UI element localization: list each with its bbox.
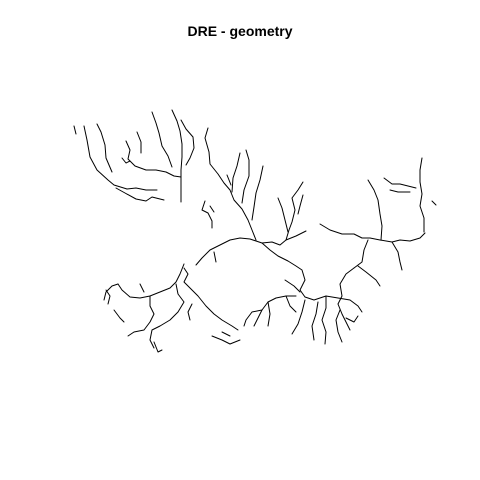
river-reach — [226, 174, 232, 186]
river-reach — [231, 152, 241, 193]
river-reach — [284, 279, 301, 293]
river-reach — [337, 303, 351, 331]
river-reach — [253, 295, 297, 327]
river-reach — [335, 309, 343, 343]
river-reach — [389, 189, 411, 193]
river-reach — [125, 140, 182, 178]
river-reach — [136, 131, 142, 154]
river-reach — [209, 205, 215, 213]
river-reach — [353, 239, 369, 269]
river-reach — [153, 341, 163, 353]
river-reach — [121, 157, 131, 164]
river-reach — [297, 194, 304, 215]
river-reach — [117, 263, 185, 299]
river-reach — [180, 119, 195, 166]
river-reach — [243, 309, 263, 327]
river-reach — [103, 283, 119, 301]
river-reach — [113, 309, 125, 323]
river-reach — [105, 289, 111, 305]
southwest-river-cluster — [103, 263, 241, 353]
river-reach — [431, 200, 437, 206]
river-reach — [319, 223, 426, 243]
river-reach — [83, 125, 158, 191]
river-reach — [357, 265, 381, 287]
river-reach — [96, 123, 113, 173]
river-reach — [304, 295, 363, 313]
river-reach — [285, 181, 304, 241]
river-reach — [345, 315, 359, 323]
river-reach — [204, 127, 257, 241]
river-reach — [115, 187, 165, 202]
river-reach — [127, 295, 155, 337]
river-reach — [221, 331, 231, 337]
river-reach — [419, 157, 425, 233]
river-reach — [195, 230, 307, 266]
river-reach — [73, 125, 77, 135]
river-reach — [251, 165, 264, 221]
river-reach — [183, 267, 239, 331]
river-reach — [277, 197, 289, 233]
river-reach — [367, 179, 383, 241]
river-reach — [201, 200, 213, 229]
east-river-cluster — [243, 157, 437, 345]
river-reach — [171, 109, 183, 203]
river-reach — [261, 242, 306, 298]
river-reach — [383, 177, 417, 189]
north-central-river-cluster — [201, 127, 304, 241]
river-reach — [151, 111, 173, 168]
northwest-river-cluster — [73, 109, 195, 203]
river-reach — [241, 149, 250, 204]
river-reach — [213, 251, 217, 263]
river-reach — [211, 335, 241, 345]
river-reach — [321, 295, 327, 345]
central-river-trunk — [195, 230, 307, 298]
river-reach — [139, 283, 145, 293]
river-reach — [285, 295, 297, 313]
river-reach — [149, 283, 185, 349]
river-reach — [391, 241, 403, 271]
river-reach — [291, 299, 306, 335]
river-reach — [187, 303, 193, 321]
river-reach — [311, 301, 319, 341]
river-reach — [267, 301, 271, 327]
plot-title: DRE - geometry — [187, 23, 293, 39]
